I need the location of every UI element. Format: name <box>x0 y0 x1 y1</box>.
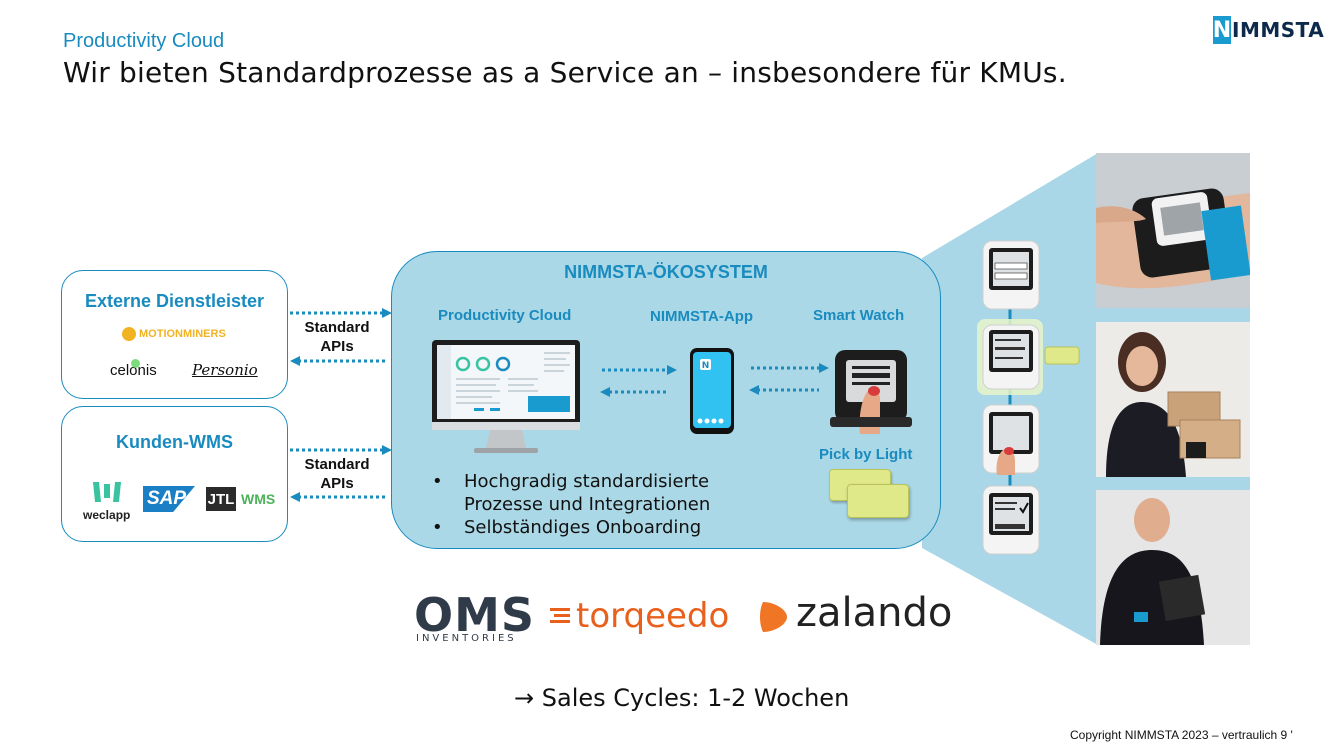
smart-watch-label: Smart Watch <box>813 307 905 324</box>
standard-apis-label-2-line1: Standard <box>304 456 370 473</box>
api-arrows <box>290 308 392 502</box>
torqeedo-logo: torqeedo <box>576 596 730 636</box>
oms-subtitle: INVENTORIES <box>416 633 517 644</box>
photo-woman-with-boxes <box>1096 322 1250 477</box>
page-subtitle: Productivity Cloud <box>63 30 225 52</box>
zalando-icon <box>760 602 787 632</box>
motionminers-logo: MOTIONMINERS <box>122 327 226 341</box>
zalando-logo: zalando <box>796 590 953 636</box>
torqeedo-icon <box>550 608 570 623</box>
bullet-continuation: Prozesse und Integrationen <box>432 493 710 516</box>
svg-text:N: N <box>702 361 710 371</box>
oms-logo: OMS <box>414 588 536 642</box>
wms-logo-text: WMS <box>241 491 276 507</box>
externe-dienstleister-box: Externe Dienstleister MOTIONMINERS celon… <box>61 270 288 399</box>
bullet-1-text-cont: Prozesse und Integrationen <box>464 494 711 515</box>
logo-mark: N <box>1212 16 1232 44</box>
pick-by-light-block-2 <box>847 484 909 518</box>
device-arrows <box>600 363 829 397</box>
ecosystem-title: NIMMSTA-ÖKOSYSTEM <box>564 262 768 282</box>
sales-cycles-text: → Sales Cycles: 1-2 Wochen <box>514 684 849 712</box>
bullet-2-text: Selbständiges Onboarding <box>464 517 702 538</box>
standard-apis-label-2: Standard APIs <box>292 455 382 493</box>
standard-apis-label-2-line2: APIs <box>320 475 354 492</box>
kunden-wms-box: Kunden-WMS weclapp SAP JTL WMS <box>61 406 288 542</box>
pick-by-light-label: Pick by Light <box>819 446 913 463</box>
sap-logo: SAP <box>143 486 195 512</box>
nimmsta-logo: N IMMSTA <box>1213 15 1324 45</box>
standard-apis-label-1: Standard APIs <box>292 318 382 356</box>
weclapp-icon <box>93 482 121 502</box>
page-title: Wir bieten Standardprozesse as a Service… <box>63 56 1067 89</box>
nimmsta-app-label: NIMMSTA-App <box>650 308 754 325</box>
productivity-cloud-label: Productivity Cloud <box>438 307 572 324</box>
standard-apis-label-1-line1: Standard <box>304 319 370 336</box>
ecosystem-bullets: •Hochgradig standardisierte Prozesse und… <box>432 470 710 539</box>
weclapp-text: weclapp <box>83 508 131 522</box>
bullet-1-text: Hochgradig standardisierte <box>464 471 710 492</box>
personio-logo: Personio <box>192 361 258 379</box>
phone-illustration: N <box>690 348 734 434</box>
motionminers-icon <box>122 327 136 341</box>
watch-screens-column <box>977 240 1080 555</box>
jtl-logo: JTL <box>206 487 236 511</box>
logo-text: IMMSTA <box>1232 18 1325 42</box>
copyright: Copyright NIMMSTA 2023 – vertraulich 9 ' <box>1070 728 1293 742</box>
bullet-item: •Selbständiges Onboarding <box>432 517 702 538</box>
celonis-logo: celonis <box>110 362 157 379</box>
photo-wrist-device <box>1096 153 1250 308</box>
arrow-right-icon: → <box>514 684 535 712</box>
sales-cycles-label: Sales Cycles: 1-2 Wochen <box>541 684 850 712</box>
monitor-illustration <box>432 340 580 453</box>
smart-watch-illustration <box>830 350 912 434</box>
celonis-dot <box>131 359 140 368</box>
kunden-wms-title: Kunden-WMS <box>116 432 233 452</box>
bullet-item: •Hochgradig standardisierte <box>432 471 710 492</box>
externe-dienstleister-title: Externe Dienstleister <box>84 291 265 311</box>
standard-apis-label-1-line2: APIs <box>320 338 354 355</box>
photo-man-with-device <box>1096 490 1250 645</box>
motionminers-text: MOTIONMINERS <box>139 328 226 340</box>
